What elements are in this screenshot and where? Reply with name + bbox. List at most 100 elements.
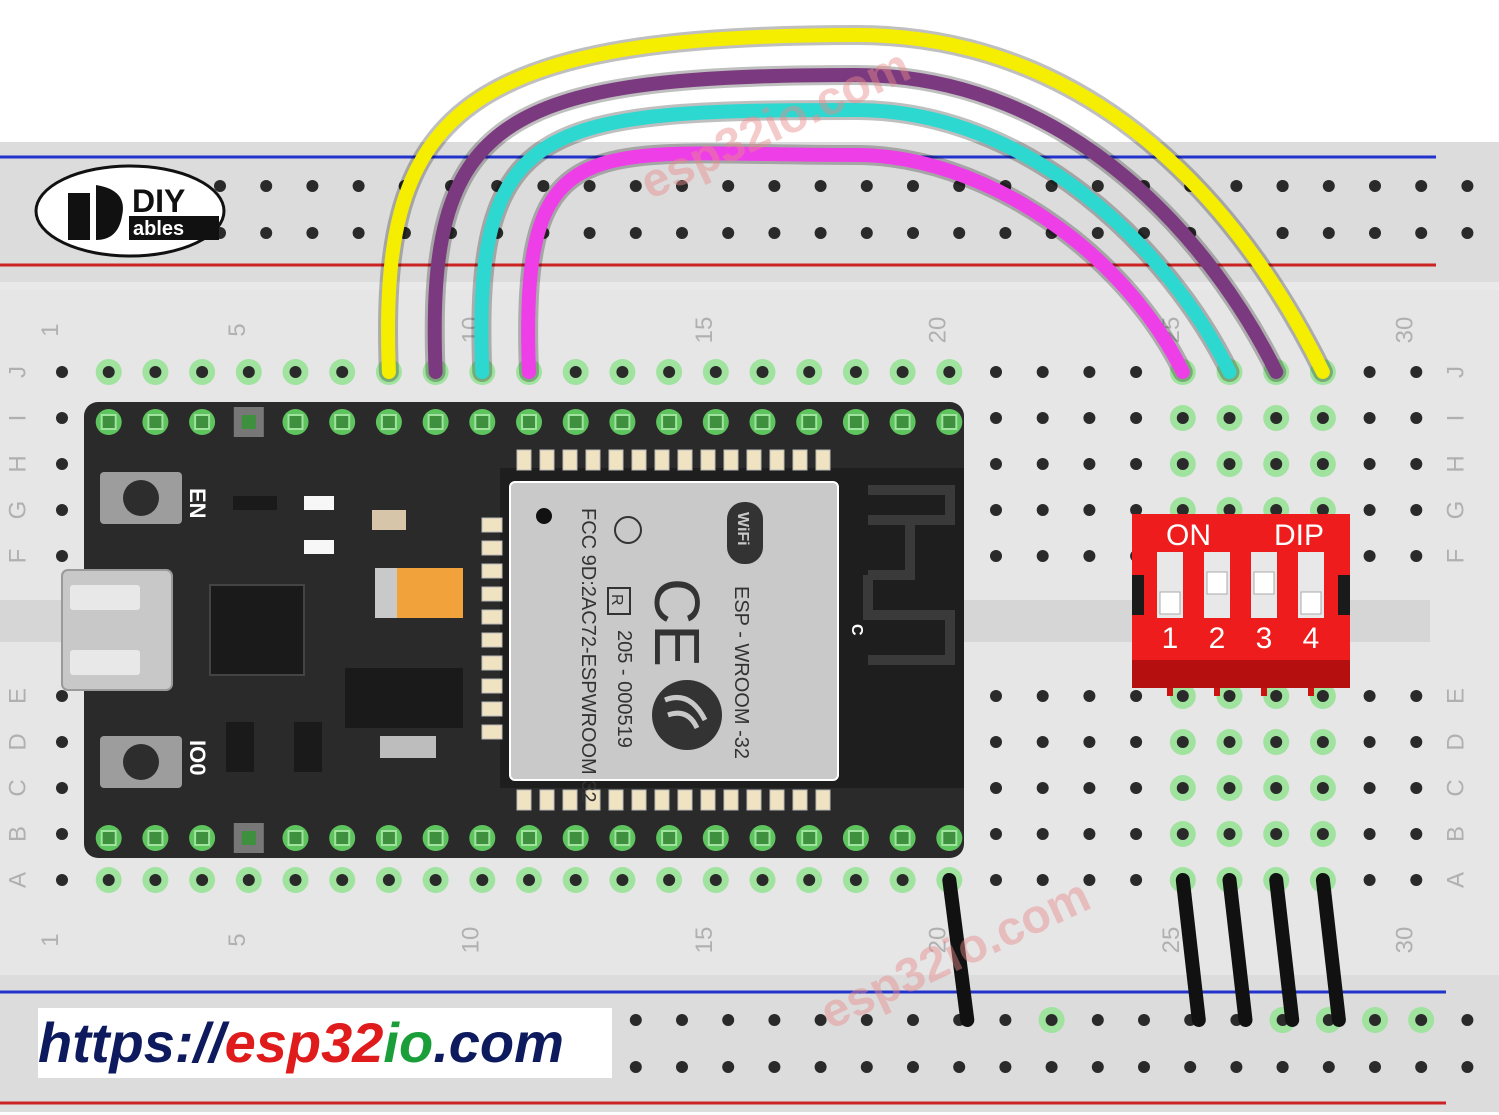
breadboard-hole bbox=[1410, 736, 1423, 748]
breadboard-hole bbox=[149, 874, 162, 886]
breadboard-hole bbox=[999, 1061, 1012, 1073]
breadboard-hole bbox=[709, 366, 722, 378]
module-pad bbox=[481, 586, 503, 602]
column-number: 1 bbox=[37, 933, 64, 946]
usb-uart-chip bbox=[209, 584, 305, 676]
dip-switch-toggle[interactable] bbox=[1159, 591, 1181, 615]
module-pad bbox=[481, 632, 503, 648]
breadboard-hole bbox=[943, 366, 956, 378]
logo-mark-icon bbox=[68, 185, 123, 240]
breadboard-hole bbox=[1410, 782, 1423, 794]
breadboard-hole bbox=[1363, 828, 1376, 840]
module-pad bbox=[562, 789, 578, 811]
breadboard-hole bbox=[1130, 504, 1143, 516]
voltage-regulator bbox=[345, 668, 463, 728]
breadboard-hole bbox=[953, 180, 966, 192]
module-pad bbox=[516, 449, 532, 471]
black-wire bbox=[1315, 873, 1346, 1027]
dip-switch-toggle[interactable] bbox=[1253, 571, 1275, 595]
dip-switch-toggle[interactable] bbox=[1300, 591, 1322, 615]
breadboard-hole bbox=[306, 227, 319, 239]
transistor bbox=[294, 722, 322, 772]
dip-label-on: ON bbox=[1166, 519, 1211, 552]
breadboard-hole bbox=[1176, 690, 1189, 702]
breadboard-hole bbox=[1083, 690, 1096, 702]
fcc-id: FCC 9D:2AC72-ESPWROOM 32 bbox=[577, 508, 599, 803]
breadboard-hole bbox=[1270, 828, 1283, 840]
row-letter: H bbox=[1443, 455, 1470, 472]
breadboard-hole bbox=[1415, 180, 1428, 192]
diyables-logo: DIY ables bbox=[34, 164, 226, 258]
breadboard-hole bbox=[1130, 736, 1143, 748]
breadboard-hole bbox=[803, 874, 816, 886]
module-pad bbox=[700, 449, 716, 471]
breadboard-hole bbox=[1130, 828, 1143, 840]
wifi-badge bbox=[727, 502, 763, 564]
transistor bbox=[226, 722, 254, 772]
module-pad bbox=[481, 609, 503, 625]
column-number: 15 bbox=[691, 317, 718, 344]
breadboard-hole bbox=[990, 690, 1002, 702]
url-esp32: esp32 bbox=[224, 1011, 384, 1074]
module-pad bbox=[723, 789, 739, 811]
breadboard-hole bbox=[1083, 736, 1096, 748]
breadboard-hole bbox=[860, 180, 873, 192]
breadboard-hole bbox=[336, 366, 349, 378]
dip-switch-toggle[interactable] bbox=[1206, 571, 1228, 595]
esp32-board: EN IO0 C ESP - WROOM -32 FCC 9D:2AC72-ES… bbox=[61, 402, 964, 858]
breadboard-hole bbox=[990, 550, 1002, 562]
black-wire bbox=[1175, 873, 1206, 1027]
breadboard-hole bbox=[214, 180, 226, 192]
breadboard-hole bbox=[676, 227, 688, 239]
breadboard-hole bbox=[1223, 504, 1236, 516]
breadboard-hole bbox=[196, 366, 209, 378]
module-pad bbox=[792, 789, 808, 811]
breadboard-hole bbox=[289, 874, 302, 886]
column-number: 20 bbox=[924, 317, 951, 344]
breadboard-hole bbox=[1036, 412, 1049, 424]
breadboard-hole bbox=[196, 874, 209, 886]
breadboard-hole bbox=[990, 828, 1002, 840]
module-pad bbox=[723, 449, 739, 471]
module-pad bbox=[585, 449, 601, 471]
column-number: 15 bbox=[691, 927, 718, 954]
breadboard-hole bbox=[1316, 782, 1329, 794]
breadboard-hole bbox=[1083, 782, 1096, 794]
breadboard-hole bbox=[768, 180, 781, 192]
en-button-label: EN bbox=[185, 488, 210, 519]
breadboard-hole bbox=[56, 504, 68, 516]
module-name: ESP - WROOM -32 bbox=[730, 586, 752, 759]
breadboard-hole bbox=[722, 227, 735, 239]
ce-mark: CE bbox=[641, 578, 713, 667]
breadboard-hole bbox=[56, 736, 68, 748]
breadboard-hole bbox=[1130, 366, 1143, 378]
module-pad bbox=[815, 789, 831, 811]
breadboard-hole bbox=[803, 366, 816, 378]
breadboard-hole bbox=[768, 1061, 781, 1073]
breadboard-hole bbox=[523, 874, 535, 886]
row-letter: B bbox=[5, 826, 32, 842]
breadboard-hole bbox=[1083, 874, 1096, 886]
breadboard-hole bbox=[1184, 1061, 1197, 1073]
breadboard-hole bbox=[616, 366, 629, 378]
breadboard-hole bbox=[1091, 180, 1104, 192]
breadboard-hole bbox=[1363, 550, 1376, 562]
breadboard-hole bbox=[907, 1014, 919, 1026]
breadboard-hole bbox=[907, 227, 919, 239]
breadboard-hole bbox=[1270, 458, 1283, 470]
breadboard-hole bbox=[676, 1061, 688, 1073]
breadboard-hole bbox=[1369, 1061, 1381, 1073]
breadboard-hole bbox=[1083, 550, 1096, 562]
breadboard-hole bbox=[1363, 782, 1376, 794]
website-url: https:// esp32 io .com bbox=[38, 1008, 612, 1078]
module-pad bbox=[562, 449, 578, 471]
url-tld: .com bbox=[433, 1011, 564, 1074]
breadboard-hole bbox=[1276, 227, 1289, 239]
breadboard-hole bbox=[336, 874, 349, 886]
dip-switch-number: 3 bbox=[1256, 622, 1273, 655]
breadboard-hole bbox=[1176, 828, 1189, 840]
breadboard-hole bbox=[849, 874, 862, 886]
breadboard-hole bbox=[102, 366, 115, 378]
jumper-wires bbox=[378, 24, 1346, 1027]
wroom-pads bbox=[481, 449, 831, 811]
